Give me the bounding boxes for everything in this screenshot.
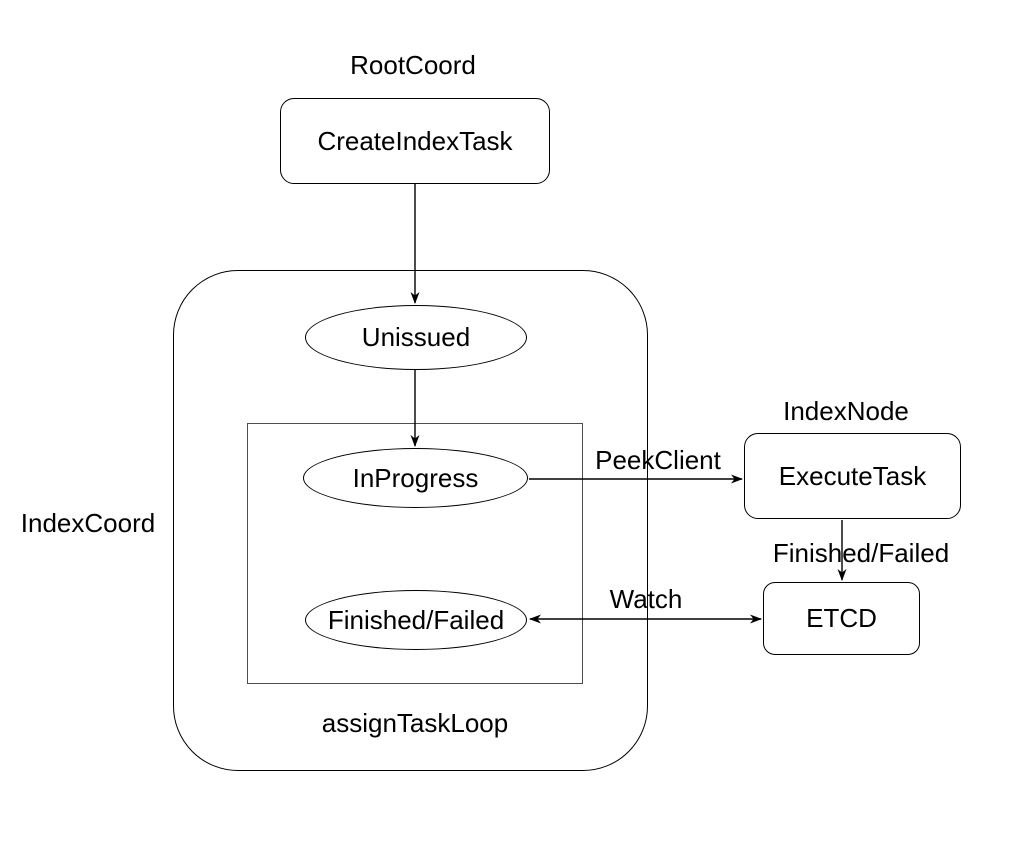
index-coord-label: IndexCoord	[20, 508, 156, 538]
watch-edge-label: Watch	[609, 584, 683, 614]
node-unissued: Unissued	[305, 305, 527, 370]
index-coord-container	[173, 270, 648, 771]
node-unissued-label: Unissued	[361, 322, 471, 352]
node-etcd-label: ETCD	[806, 603, 877, 633]
node-finished-failed-label: Finished/Failed	[327, 604, 505, 635]
node-in-progress-label: InProgress	[352, 462, 479, 493]
node-create-index-task: CreateIndexTask	[280, 98, 550, 184]
peek-client-edge-label: PeekClient	[595, 445, 721, 475]
node-create-index-task-label: CreateIndexTask	[317, 125, 513, 156]
node-etcd: ETCD	[763, 582, 920, 655]
node-execute-task-label: ExecuteTask	[778, 460, 927, 491]
root-coord-label: RootCoord	[350, 50, 476, 80]
node-in-progress: InProgress	[303, 448, 528, 508]
node-finished-failed: Finished/Failed	[305, 590, 527, 650]
assign-task-loop-label: assignTaskLoop	[321, 708, 509, 738]
finished-failed-edge-label: Finished/Failed	[772, 538, 950, 568]
index-node-label: IndexNode	[783, 396, 909, 426]
node-execute-task: ExecuteTask	[744, 433, 961, 519]
